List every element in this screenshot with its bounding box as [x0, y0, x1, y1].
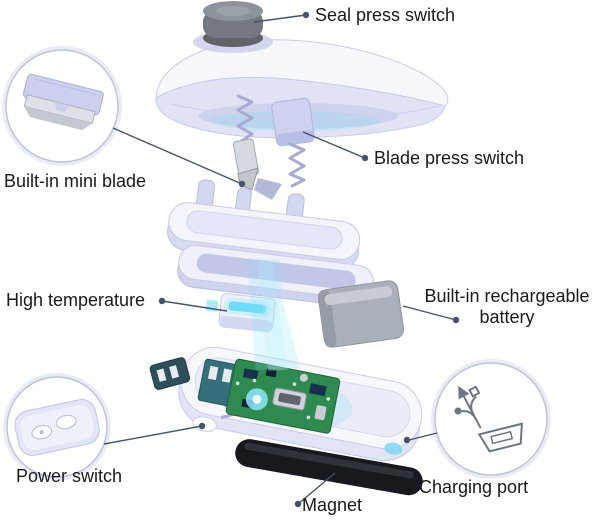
leader-power-switch	[103, 425, 203, 445]
indicator-light	[384, 442, 403, 455]
label-blade-press-switch: Blade press switch	[374, 148, 525, 168]
leader-lines	[103, 14, 457, 505]
label-battery: Built-in rechargeable battery	[424, 286, 590, 327]
label-charging-port: Charging port	[419, 477, 529, 497]
seal-press-knob	[203, 1, 263, 47]
micro-usb-port	[272, 387, 307, 411]
pcb	[197, 358, 353, 434]
label-magnet: Magnet	[302, 495, 363, 515]
leader-battery	[402, 305, 457, 321]
power-switch-callout	[3, 373, 111, 481]
leader-mini-blade	[112, 127, 243, 185]
leader-magnet	[297, 472, 336, 505]
mini-blade-assembly	[233, 138, 282, 200]
battery	[318, 280, 404, 348]
spring-lower	[288, 142, 306, 188]
label-high-temperature: High temperature	[6, 290, 146, 310]
usb-a-icon	[454, 385, 482, 429]
heating-element	[206, 293, 276, 333]
press-mechanism	[233, 94, 315, 200]
label-seal-press-switch: Seal press switch	[315, 5, 456, 25]
leader-seal-press	[253, 14, 307, 23]
leader-dots	[158, 11, 460, 508]
blade-callout	[2, 46, 122, 166]
blade-zoom-art	[22, 73, 104, 131]
leader-blade-press	[302, 131, 366, 159]
spring-upper	[236, 94, 254, 144]
label-power-switch: Power switch	[16, 466, 123, 486]
power-switch-zoom-art	[14, 399, 100, 456]
charging-port-callout	[431, 359, 551, 479]
blade-press-housing	[271, 97, 315, 147]
heat-glow-beams	[248, 258, 300, 371]
magnet-strip	[235, 439, 423, 496]
leader-high-temp	[161, 300, 228, 312]
label-mini-blade: Built-in mini blade	[4, 171, 147, 191]
micro-usb-icon	[477, 422, 523, 453]
leader-charging-port	[408, 432, 438, 441]
connector-module	[149, 357, 191, 390]
